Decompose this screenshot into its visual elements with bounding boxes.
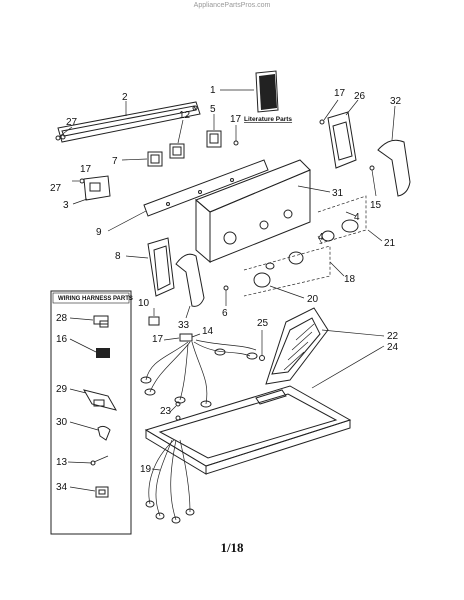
screw-25	[259, 330, 265, 361]
timer-bracket	[72, 175, 111, 205]
clip-10	[148, 308, 160, 326]
switch-12	[169, 119, 185, 159]
right-trim-cap	[377, 105, 411, 197]
callout-19: 19	[140, 464, 152, 475]
knobs-18	[243, 235, 345, 297]
wiring-harness-parts-box	[50, 290, 132, 535]
callout-21: 21	[384, 238, 396, 249]
harness-part-30	[97, 425, 111, 441]
left-console-end-cap	[125, 237, 175, 297]
callout-17c: 17	[334, 88, 346, 99]
callout-24: 24	[387, 342, 399, 353]
connector-14	[163, 333, 201, 342]
lint-screen-cover	[255, 307, 385, 405]
harness-part-29	[82, 389, 118, 411]
callout-32: 32	[390, 96, 402, 107]
callout-18: 18	[344, 274, 356, 285]
lower-wiring-harness	[145, 439, 195, 524]
console-back-panel	[57, 101, 201, 143]
callout-15: 15	[370, 200, 382, 211]
callout-7: 7	[112, 156, 118, 167]
literature-booklet	[220, 70, 279, 113]
screw-17-top	[233, 125, 239, 146]
literature-parts-label: Literature Parts	[244, 116, 292, 123]
callout-25: 25	[257, 318, 269, 329]
callout-13: 13	[56, 457, 68, 468]
switch-7	[121, 151, 163, 167]
watermark: AppliancePartsPros.com	[193, 2, 271, 9]
callout-20: 20	[307, 294, 319, 305]
callout-2: 2	[122, 92, 128, 103]
callout-26: 26	[354, 91, 366, 102]
switch-5	[206, 114, 222, 148]
screw-6	[223, 285, 229, 306]
callout-10: 10	[138, 298, 150, 309]
callout-27b: 27	[50, 183, 62, 194]
callout-9: 9	[96, 227, 102, 238]
switch-mounting-strip	[107, 159, 269, 232]
harness-part-34	[95, 486, 109, 498]
callout-3: 3	[63, 200, 69, 211]
callout-6: 6	[222, 308, 228, 319]
callout-28: 28	[56, 313, 68, 324]
harness-part-13	[90, 455, 109, 466]
callout-31: 31	[332, 188, 344, 199]
callout-17b: 17	[230, 114, 242, 125]
callout-12: 12	[179, 110, 191, 121]
callout-4b: 4	[318, 232, 324, 243]
harness-leader-lines	[67, 317, 99, 492]
callout-5: 5	[210, 104, 216, 115]
callout-17d: 17	[152, 334, 164, 345]
callout-33: 33	[178, 320, 190, 331]
harness-part-16	[96, 348, 110, 358]
callout-1: 1	[210, 85, 216, 96]
right-console-end-cap	[319, 99, 359, 169]
console-panel	[195, 159, 331, 264]
left-trim-cap	[175, 253, 205, 319]
callout-8: 8	[115, 251, 121, 262]
harness-part-28	[93, 315, 109, 328]
callout-4a: 4	[354, 212, 360, 223]
callout-23: 23	[160, 406, 172, 417]
callout-34: 34	[56, 482, 68, 493]
callout-16: 16	[56, 334, 68, 345]
page-number: 1/18	[220, 540, 244, 555]
wiring-harness	[140, 339, 258, 408]
callout-22: 22	[387, 331, 399, 342]
screw-15	[369, 165, 377, 197]
wiring-harness-parts-label: WIRING HARNESS PARTS	[58, 296, 133, 302]
callout-17a: 17	[80, 164, 92, 175]
callout-30: 30	[56, 417, 68, 428]
screw-23	[169, 401, 181, 421]
timer-knob-20	[253, 272, 305, 299]
callout-29: 29	[56, 384, 68, 395]
callout-14: 14	[202, 326, 214, 337]
callout-27a: 27	[66, 117, 78, 128]
knob-assembly-21	[317, 195, 383, 245]
dryer-top	[144, 345, 385, 475]
